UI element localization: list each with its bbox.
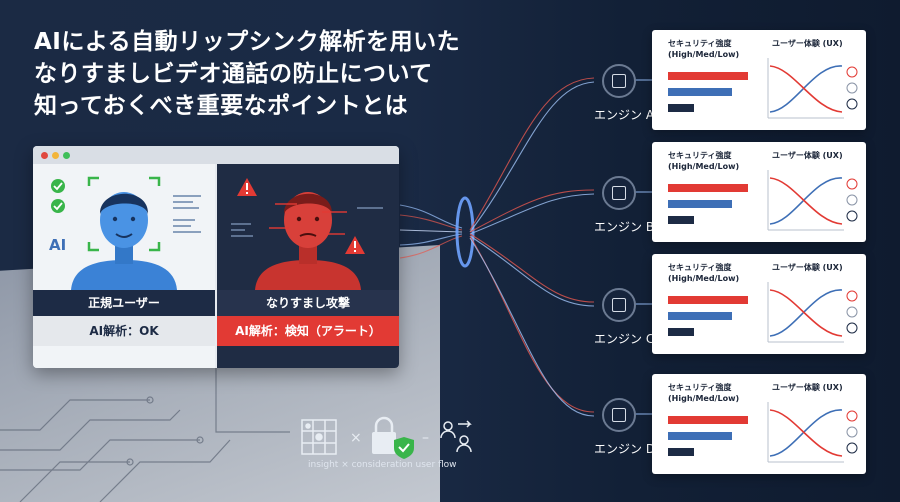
video-call-window: AI 正規ユーザー AI解析：OK な — [33, 146, 399, 368]
circuit-lines — [0, 368, 290, 502]
ux-header: ユーザー体験 (UX) — [772, 263, 843, 272]
security-bar-med — [668, 88, 732, 96]
legit-user-pane: AI 正規ユーザー AI解析：OK — [33, 164, 215, 368]
chip-icon — [602, 64, 636, 98]
engine-label: エンジン D — [594, 442, 656, 456]
fan-lines — [469, 77, 595, 417]
user-flow-icon — [440, 420, 472, 453]
security-header: セキュリティ強度 (High/Med/Low) — [668, 383, 740, 403]
attacker-portrait — [231, 178, 383, 290]
engine-d-card[interactable]: セキュリティ強度 (High/Med/Low) ユーザー体験 (UX) — [652, 374, 866, 474]
chip-icon — [602, 398, 636, 432]
security-bar-low — [668, 328, 694, 336]
engine-label: エンジン C — [594, 332, 655, 346]
data-lines-icon — [173, 195, 201, 233]
engine-label: エンジン B — [594, 220, 655, 234]
ux-chart — [767, 282, 858, 343]
chip-icon — [602, 176, 636, 210]
engine-a-card[interactable]: セキュリティ強度 (High/Med/Low) ユーザー体験 (UX) — [652, 30, 866, 130]
security-bar-high — [668, 416, 748, 424]
security-bar-low — [668, 216, 694, 224]
engine-d: エンジン D — [594, 398, 656, 457]
engine-label: エンジン A — [594, 108, 655, 122]
ux-chart — [767, 402, 858, 463]
glitch-lines — [269, 203, 347, 235]
title-line-3: 知っておくべき重要なポイントとは — [34, 93, 409, 119]
minimize-dot-icon[interactable] — [52, 152, 59, 159]
close-dot-icon[interactable] — [41, 152, 48, 159]
times-operator: × — [350, 430, 362, 446]
window-titlebar — [33, 146, 399, 164]
engine-b: エンジン B — [594, 176, 654, 235]
security-bar-med — [668, 200, 732, 208]
page-title: AIによる自動リップシンク解析を用いた なりすましビデオ通話の防止について 知っ… — [34, 26, 460, 122]
engine-b-card[interactable]: セキュリティ強度 (High/Med/Low) ユーザー体験 (UX) — [652, 142, 866, 242]
security-bar-high — [668, 296, 748, 304]
legit-status-label: AI解析：OK — [33, 316, 215, 346]
legit-user-portrait — [51, 176, 201, 290]
ai-badge: AI — [49, 236, 67, 254]
grid-insight-icon — [301, 419, 337, 455]
attack-pane: なりすまし攻撃 AI解析：検知（アラート） — [217, 164, 399, 368]
ux-header: ユーザー体験 (UX) — [772, 383, 843, 392]
pipeline-icons: × – — [301, 416, 472, 459]
security-bar-med — [668, 432, 732, 440]
attack-label: なりすまし攻撃 — [217, 290, 399, 316]
title-line-2: なりすましビデオ通話の防止について — [34, 61, 433, 87]
face-scan-bracket-icon — [87, 176, 161, 252]
title-line-1: AIによる自動リップシンク解析を用いた — [34, 29, 461, 55]
pipeline-labels: insight × consideration user flow — [308, 460, 457, 470]
ux-header: ユーザー体験 (UX) — [772, 151, 843, 160]
security-bar-high — [668, 184, 748, 192]
ux-chart — [767, 170, 858, 231]
dash-operator: – — [422, 430, 429, 446]
check-icon — [51, 179, 65, 213]
ux-header: ユーザー体験 (UX) — [772, 39, 843, 48]
engine-a: エンジン A — [594, 64, 654, 123]
chip-icon — [602, 288, 636, 322]
lens — [455, 196, 475, 268]
security-header: セキュリティ強度 (High/Med/Low) — [668, 151, 740, 171]
security-bar-high — [668, 72, 748, 80]
ux-chart — [767, 58, 858, 119]
security-bar-low — [668, 104, 694, 112]
lock-shield-icon — [372, 416, 414, 459]
warning-icon — [237, 178, 365, 254]
legit-user-label: 正規ユーザー — [33, 290, 215, 316]
engine-c: エンジン C — [594, 288, 654, 347]
security-header: セキュリティ強度 (High/Med/Low) — [668, 263, 740, 283]
maximize-dot-icon[interactable] — [63, 152, 70, 159]
attack-status-label: AI解析：検知（アラート） — [217, 316, 399, 346]
card-connectors — [628, 79, 652, 415]
light-beams — [399, 204, 463, 259]
security-bar-low — [668, 448, 694, 456]
security-bar-med — [668, 312, 732, 320]
security-header: セキュリティ強度 (High/Med/Low) — [668, 39, 740, 59]
data-lines-icon — [231, 207, 383, 237]
engine-c-card[interactable]: セキュリティ強度 (High/Med/Low) ユーザー体験 (UX) — [652, 254, 866, 354]
